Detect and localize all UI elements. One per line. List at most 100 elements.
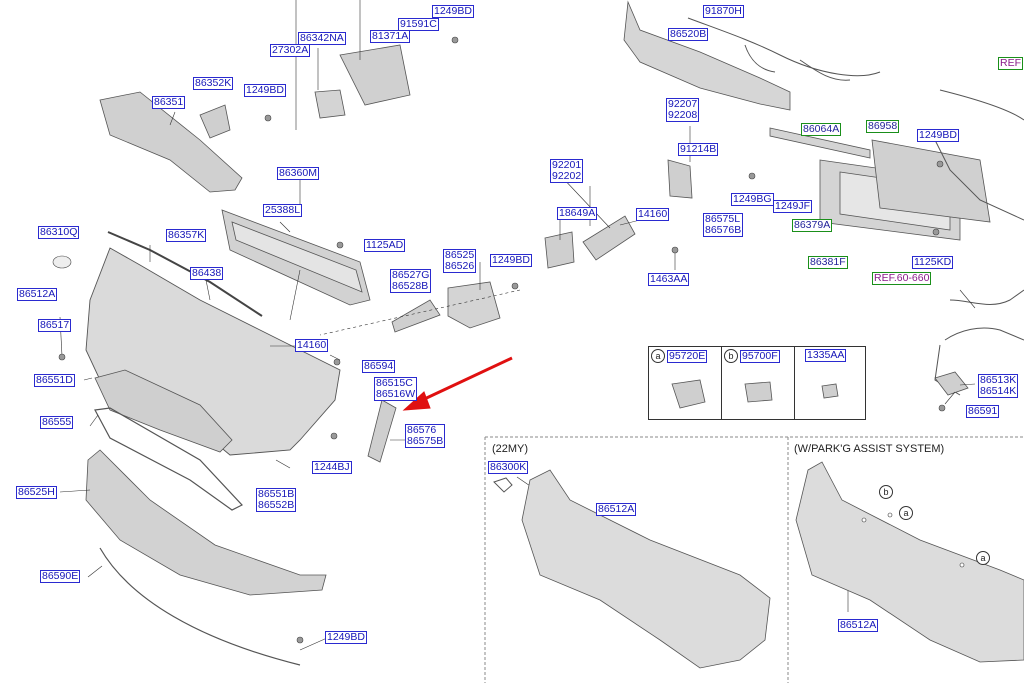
- fog-lamp-bracket: [391, 299, 441, 333]
- skid-plate: [99, 547, 301, 666]
- part-label[interactable]: 1249BG: [731, 193, 774, 206]
- position-marker: a: [899, 506, 913, 520]
- part-code: 92201: [552, 159, 582, 171]
- grille-trim: [94, 407, 243, 511]
- camera-bracket: [339, 44, 411, 106]
- part-code: 86576B: [705, 224, 742, 236]
- upper-grille-insert: [221, 209, 371, 306]
- part-label[interactable]: REF.60-660: [872, 272, 932, 285]
- part-label[interactable]: 25388L: [263, 204, 303, 217]
- position-marker: b: [879, 485, 893, 499]
- part-label[interactable]: 86555: [40, 416, 74, 429]
- part-code: 86526: [445, 260, 475, 272]
- legend-code[interactable]: 95700F: [740, 349, 780, 363]
- part-label[interactable]: 1244BJ: [312, 461, 352, 474]
- part-label[interactable]: 18649A: [557, 207, 598, 220]
- part-label[interactable]: 86512A: [596, 503, 637, 516]
- part-label[interactable]: 86551D: [34, 374, 75, 387]
- part-label[interactable]: 27302A: [270, 44, 311, 57]
- wheel-guard: [582, 215, 636, 261]
- part-label[interactable]: 86594: [362, 360, 396, 373]
- fender-bracket: [934, 371, 969, 396]
- part-code: 86575L: [705, 213, 741, 225]
- part-label[interactable]: 86958: [866, 120, 900, 133]
- part-label[interactable]: 14160: [636, 208, 670, 221]
- part-label[interactable]: 1249JF: [773, 200, 813, 213]
- part-label[interactable]: 14160: [295, 339, 329, 352]
- legend-marker: a: [651, 349, 665, 363]
- part-label[interactable]: 86360M: [277, 167, 319, 180]
- part-label[interactable]: 81371A: [370, 30, 411, 43]
- part-label[interactable]: 86300K: [488, 461, 529, 474]
- part-label[interactable]: REF: [998, 57, 1023, 70]
- part-code: 86552B: [258, 499, 295, 511]
- radiator-grille-brackets: [769, 127, 991, 241]
- part-label[interactable]: 91870H: [703, 5, 744, 18]
- part-label[interactable]: 86357K: [166, 229, 207, 242]
- part-label[interactable]: 1249BD: [432, 5, 474, 18]
- part-label[interactable]: 1125KD: [912, 256, 954, 269]
- part-code: 92208: [668, 109, 698, 121]
- part-label[interactable]: 1249BD: [917, 129, 959, 142]
- part-label[interactable]: 1249BD: [490, 254, 532, 267]
- fender-outline: [929, 89, 1024, 396]
- part-label[interactable]: 86525H: [16, 486, 57, 499]
- part-code: 86516W: [376, 388, 416, 400]
- part-label[interactable]: 86342NA: [298, 32, 346, 45]
- part-code: 86528B: [392, 280, 429, 292]
- legend-marker: b: [724, 349, 738, 363]
- part-label[interactable]: 1125AD: [364, 239, 406, 252]
- part-code: 86527G: [392, 269, 430, 281]
- part-label[interactable]: 86381F: [808, 256, 848, 269]
- sensor-positions: [861, 512, 965, 568]
- part-label[interactable]: 86591: [966, 405, 1000, 418]
- part-code: 86515C: [376, 377, 413, 389]
- part-label[interactable]: 86310Q: [38, 226, 80, 239]
- part-label[interactable]: 86351: [152, 96, 186, 109]
- back-beam: [623, 0, 791, 111]
- part-code: 86575B: [407, 435, 444, 447]
- part-label[interactable]: 86512A: [17, 288, 58, 301]
- small-bracket: [199, 104, 231, 139]
- part-label[interactable]: 91214B: [678, 143, 719, 156]
- part-label[interactable]: 86512A: [838, 619, 879, 632]
- fasteners: [52, 36, 946, 644]
- legend-code[interactable]: 1335AA: [805, 349, 847, 362]
- part-label[interactable]: 1463AA: [648, 273, 690, 286]
- part-code: 92202: [552, 170, 582, 182]
- sensor-bracket: [544, 231, 575, 269]
- part-code: 86513K: [980, 374, 1017, 386]
- variant-panels: [484, 436, 1024, 683]
- fog-lamp-bezel: [447, 281, 501, 329]
- part-label[interactable]: 86517: [38, 319, 72, 332]
- wiring-harness: [687, 17, 881, 81]
- part-label[interactable]: 86379A: [792, 219, 833, 232]
- part-code: 86514K: [980, 385, 1017, 397]
- part-label[interactable]: 1249BD: [325, 631, 367, 644]
- emblem-sketch: [493, 477, 513, 493]
- part-label[interactable]: 1249BD: [244, 84, 286, 97]
- legend-code[interactable]: 95720E: [667, 349, 708, 363]
- part-label[interactable]: 86064A: [801, 123, 842, 136]
- part-label[interactable]: 86520B: [668, 28, 709, 41]
- part-label[interactable]: 86438: [190, 267, 224, 280]
- variant-caption-park-assist: (W/PARK'G ASSIST SYSTEM): [794, 443, 945, 455]
- part-label[interactable]: 86352K: [193, 77, 234, 90]
- part-label[interactable]: 91591C: [398, 18, 439, 31]
- part-label[interactable]: 86590E: [40, 570, 81, 583]
- part-code: 86576: [407, 424, 437, 436]
- part-code: 86525: [445, 249, 475, 261]
- variant-bumper-park-assist: [795, 461, 1024, 663]
